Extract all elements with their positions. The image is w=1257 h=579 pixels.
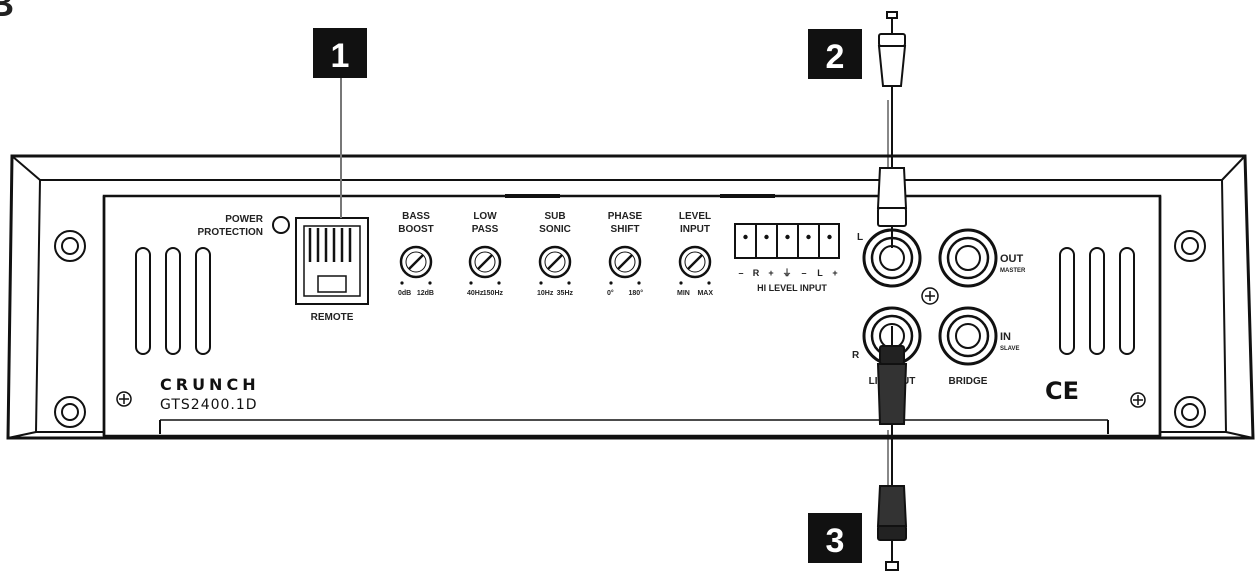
low-pass-title-line1: LOW (473, 211, 497, 222)
sub-sonic-min-label: 10Hz (537, 290, 554, 297)
hi-level-terminal-sign: + (832, 268, 837, 278)
low-pass-knob[interactable] (468, 245, 502, 279)
hi-level-terminal-sign: – (738, 268, 743, 278)
phase-shift-min-label: 0° (607, 289, 614, 297)
vent-slots-right (1059, 247, 1135, 355)
callout-1-number: 1 (331, 37, 350, 75)
low-pass-min-label: 40Hz (467, 290, 484, 297)
hi-level-terminal-sign: ⏚ (782, 268, 791, 278)
level-input-max-label: MAX (697, 290, 713, 297)
power-protection-label-line2: PROTECTION (197, 227, 263, 238)
out-label: OUT (1000, 253, 1024, 265)
power-protection-label-line1: POWER (225, 214, 264, 225)
sub-sonic-max-tick-icon (567, 281, 571, 285)
bass-boost-title-line1: BASS (402, 211, 430, 222)
callout-3: 3 (808, 513, 862, 563)
level-input-max-tick-icon (707, 281, 711, 285)
callout-1: 1 (313, 28, 367, 78)
low-pass-max-tick-icon (497, 281, 501, 285)
bolt-top-right-icon (1174, 230, 1206, 262)
hi-level-input-label: HI LEVEL INPUT (757, 283, 827, 293)
rca-in-slave-jack[interactable] (938, 306, 998, 366)
out-master-sublabel: MASTER (1000, 268, 1026, 274)
bass-boost-title-line2: BOOST (398, 224, 434, 235)
level-input-title-line2: INPUT (680, 224, 710, 235)
bass-boost-max-label: 12dB (417, 290, 434, 297)
callout-3-number: 3 (826, 522, 845, 560)
model-number: GTS2400.1D (160, 397, 258, 413)
panel-screws (116, 287, 1146, 408)
mounting-bolts (54, 230, 1206, 428)
in-slave-sublabel: SLAVE (1000, 346, 1020, 352)
vent-slots-left (135, 247, 211, 355)
remote-port[interactable] (295, 217, 369, 305)
screw-center-icon (921, 287, 939, 305)
in-label: IN (1000, 331, 1011, 343)
sub-sonic-title-line2: SONIC (539, 224, 571, 235)
bass-boost-knob[interactable] (399, 245, 433, 279)
bass-boost-min-tick-icon (400, 281, 404, 285)
hi-level-terminal-sign: L (817, 268, 823, 278)
rca-cable-bottom (876, 326, 908, 571)
phase-shift-title-line1: PHASE (608, 211, 643, 222)
hi-level-terminal-signs: –R+⏚–L+ (738, 268, 837, 278)
low-pass-max-label: 150Hz (483, 290, 504, 297)
phase-shift-max-label: 180° (629, 289, 644, 297)
hi-level-terminal-sign: – (801, 268, 806, 278)
sub-sonic-max-label: 35Hz (557, 290, 574, 297)
rca-line-out-left-jack[interactable] (862, 228, 922, 288)
sub-sonic-title-line1: SUB (544, 211, 565, 222)
bolt-bottom-left-icon (54, 396, 86, 428)
power-protection-led-icon (272, 216, 290, 234)
rca-out-master-jack[interactable] (938, 228, 998, 288)
callout-2-number: 2 (826, 38, 845, 76)
sub-sonic-knob[interactable] (538, 245, 572, 279)
figure-corner-letter: B (0, 0, 14, 24)
low-pass-min-tick-icon (469, 281, 473, 285)
callout-2: 2 (808, 29, 862, 79)
level-input-min-label: MIN (677, 290, 690, 297)
hi-level-terminal-sign: + (768, 268, 773, 278)
rca-cable-top (876, 11, 908, 248)
brand-name: CRUNCH (160, 375, 260, 394)
remote-label: REMOTE (311, 312, 354, 323)
level-input-knob[interactable] (678, 245, 712, 279)
level-input-min-tick-icon (679, 281, 683, 285)
low-pass-title-line2: PASS (472, 224, 499, 235)
rca-left-label: L (857, 232, 863, 243)
hi-level-input-terminal[interactable] (734, 223, 840, 259)
sub-sonic-min-tick-icon (539, 281, 543, 285)
screw-right-icon (1130, 392, 1146, 408)
phase-shift-title-line2: SHIFT (611, 224, 640, 235)
hi-level-terminal-sign: R (753, 268, 760, 278)
phase-shift-knob[interactable] (608, 245, 642, 279)
bolt-bottom-right-icon (1174, 396, 1206, 428)
bridge-label: BRIDGE (949, 376, 988, 387)
ce-mark: CE (1045, 377, 1079, 405)
phase-shift-min-tick-icon (609, 281, 613, 285)
level-input-title-line1: LEVEL (679, 211, 711, 222)
rca-right-label: R (852, 350, 860, 361)
bass-boost-max-tick-icon (428, 281, 432, 285)
screw-left-icon (116, 391, 132, 407)
bass-boost-min-label: 0dB (398, 290, 411, 297)
phase-shift-max-tick-icon (637, 281, 641, 285)
bolt-top-left-icon (54, 230, 86, 262)
